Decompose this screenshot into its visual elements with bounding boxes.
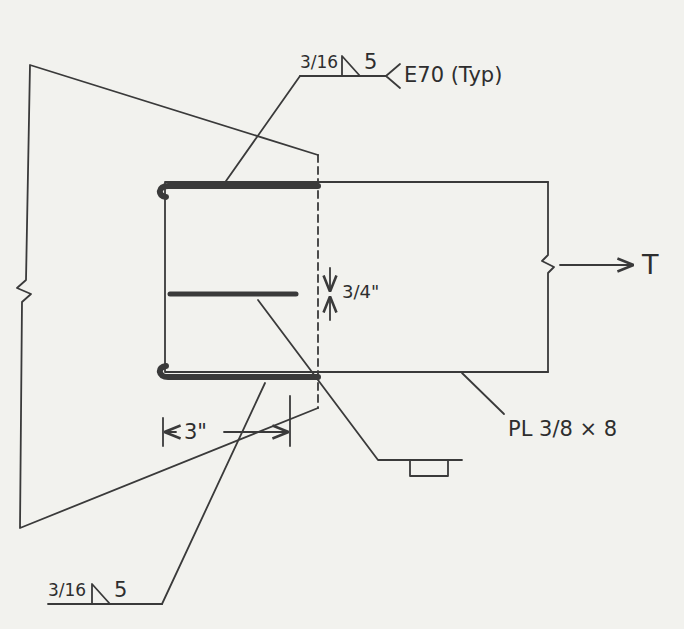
plate-outline — [165, 182, 548, 372]
extension-line — [162, 418, 164, 446]
fillet-weld-symbol — [92, 584, 110, 604]
electrode-note: E70 (Typ) — [402, 64, 504, 86]
leader-line — [462, 373, 504, 414]
reference-line — [300, 75, 386, 77]
weld-length-dimension: 3" — [182, 421, 209, 443]
dimension-line — [166, 431, 176, 433]
leader-line — [258, 300, 462, 460]
reference-line — [48, 603, 162, 605]
weld-tail — [386, 64, 400, 88]
slot-weld-symbol — [410, 460, 448, 476]
tension-force: T — [640, 251, 661, 279]
dimension-arrow — [329, 298, 331, 320]
weld-length: 5 — [112, 579, 129, 601]
dimension-arrow — [329, 268, 331, 290]
top-fillet-weld — [160, 186, 318, 197]
weld-size: 3/16 — [46, 582, 88, 600]
leader-line — [226, 76, 300, 181]
slot-weld — [170, 292, 296, 297]
plate-break — [542, 182, 554, 372]
slot-width: 3/4" — [340, 283, 381, 302]
dimension-line — [224, 431, 287, 433]
weld-length: 5 — [362, 51, 379, 73]
weld-size: 3/16 — [298, 54, 340, 72]
gusset-outline — [17, 65, 318, 528]
tension-arrow — [560, 264, 632, 266]
leader-line — [162, 383, 265, 604]
extension-line — [289, 396, 291, 446]
bottom-fillet-weld — [160, 366, 318, 377]
fillet-weld-symbol — [342, 56, 360, 76]
gusset-hidden-edge — [317, 155, 319, 408]
plate-designation: PL 3/8 × 8 — [506, 418, 619, 440]
